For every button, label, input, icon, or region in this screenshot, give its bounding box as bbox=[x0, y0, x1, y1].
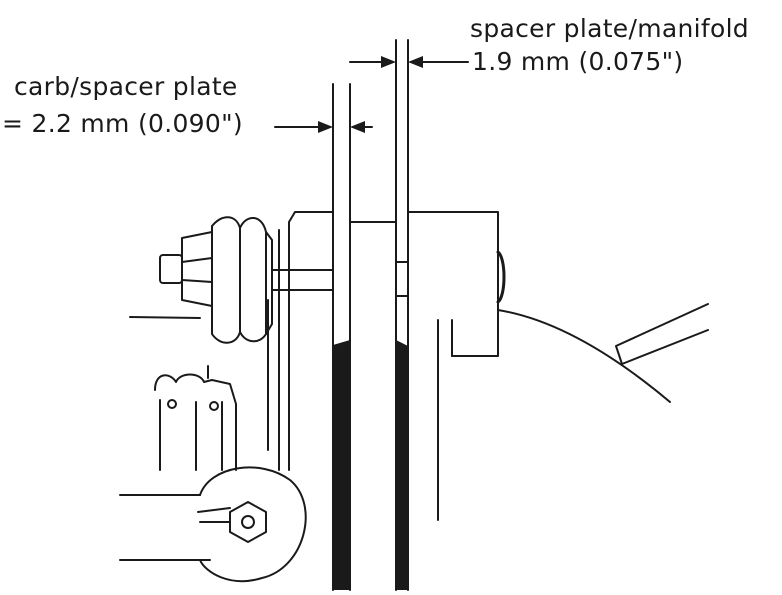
carb-spacer-measurement: = 2.2 mm (0.090") bbox=[2, 109, 243, 138]
dimension-arrow-carb-spacer bbox=[274, 121, 373, 133]
nut-bolt-assembly bbox=[159, 216, 351, 344]
throttle-linkage bbox=[129, 316, 237, 471]
intake-manifold bbox=[407, 211, 499, 591]
spacer-plate bbox=[349, 221, 397, 591]
dimension-arrow-spacer-manifold bbox=[349, 56, 469, 68]
manifold-pipe bbox=[497, 309, 671, 403]
carburetor-flange bbox=[288, 211, 334, 591]
carb-spacer-label: carb/spacer plate bbox=[14, 72, 238, 101]
throttle-pivot bbox=[119, 466, 307, 583]
bolt-shaft bbox=[395, 261, 409, 297]
spacer-manifold-measurement: 1.9 mm (0.075") bbox=[472, 47, 684, 76]
gasket-spacer-manifold bbox=[396, 340, 408, 590]
manifold-runner bbox=[615, 303, 709, 365]
manifold-bead bbox=[496, 250, 506, 304]
gasket-carb-spacer bbox=[333, 340, 350, 590]
spacer-manifold-label: spacer plate/manifold bbox=[470, 14, 749, 43]
